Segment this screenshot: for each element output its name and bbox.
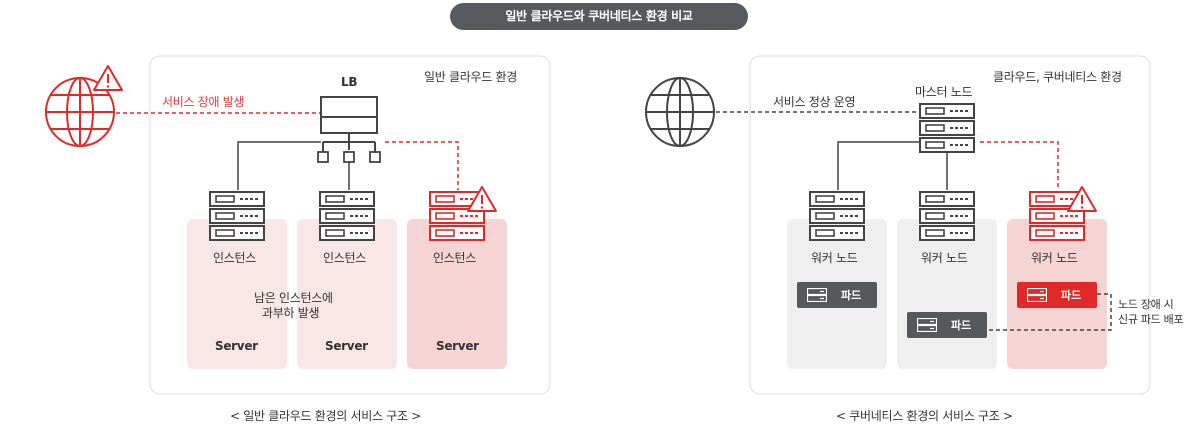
worker-label-3: 워커 노드 (1031, 251, 1078, 265)
right-env-label: 클라우드, 쿠버네티스 환경 (993, 70, 1122, 84)
pod-label: 파드 (841, 289, 862, 302)
instance-label-3: 인스턴스 (433, 251, 476, 265)
server-rack-icon (319, 191, 375, 241)
left-env-label: 일반 클라우드 환경 (424, 70, 517, 84)
server-rack-icon (809, 191, 865, 241)
pod-icon (807, 288, 827, 302)
instance-label-2: 인스턴스 (323, 251, 366, 265)
overload-note-line-1: 남은 인스턴스에 (254, 291, 333, 305)
left-caption: < 일반 클라우드 환경의 서비스 구조 > (230, 409, 421, 423)
right-caption: < 쿠버네티스 환경의 서비스 구조 > (836, 409, 1013, 423)
lb-link-3-failed (385, 141, 459, 190)
instance-column-3 (407, 219, 507, 369)
reschedule-note-line-1: 노드 장애 시 (1118, 298, 1174, 311)
master-node-label: 마스터 노드 (915, 85, 973, 99)
pod-label: 파드 (951, 319, 972, 332)
server-label-1: Server (215, 339, 258, 353)
server-rack-icon (209, 191, 265, 241)
diagram-title: 일반 클라우드와 쿠버네티스 환경 비교 (450, 3, 748, 30)
globe-icon (645, 77, 715, 147)
master-link-3-failed (980, 141, 1059, 190)
pod-running: 파드 (797, 282, 877, 308)
server-rack-icon (919, 191, 975, 241)
pod-failed: 파드 (1017, 282, 1097, 308)
pod-rescheduled: 파드 (907, 312, 987, 338)
instance-column-2 (297, 219, 397, 369)
server-label-3: Server (436, 339, 479, 353)
network-switch-icon (317, 96, 381, 163)
master-link-1 (837, 141, 920, 190)
pod-label: 파드 (1061, 289, 1082, 302)
worker-column-2 (897, 219, 997, 369)
lb-link-1 (237, 141, 321, 190)
lb-label: LB (341, 75, 358, 89)
master-node-rack-icon (919, 103, 975, 153)
reschedule-line (988, 293, 1112, 331)
pod-icon (1027, 288, 1047, 302)
worker-label-1: 워커 노드 (811, 251, 858, 265)
outage-label: 서비스 장애 발생 (162, 95, 245, 109)
overload-note-line-2: 과부하 발생 (262, 306, 320, 320)
instance-column-1 (187, 219, 287, 369)
normal-operation-label: 서비스 정상 운영 (773, 95, 856, 109)
reschedule-note-line-2: 신규 파드 배포 (1118, 313, 1184, 326)
pod-icon (917, 318, 937, 332)
instance-label-1: 인스턴스 (213, 251, 256, 265)
worker-label-2: 워커 노드 (921, 251, 968, 265)
warning-icon (93, 65, 123, 91)
server-label-2: Server (325, 339, 368, 353)
